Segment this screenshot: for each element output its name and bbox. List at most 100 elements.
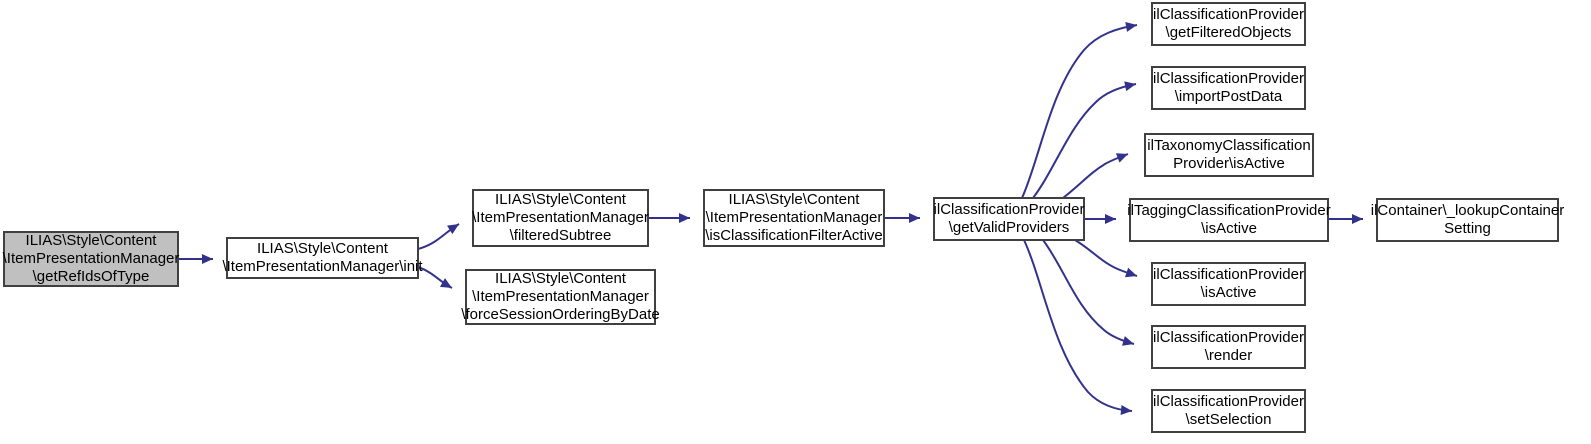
node-label-line: ilTaxonomyClassification xyxy=(1147,137,1310,154)
graph-node-isClassificationFilterActive[interactable]: ILIAS\Style\Content\ItemPresentationMana… xyxy=(703,189,885,247)
node-label-line: Setting xyxy=(1444,220,1491,237)
edge-line xyxy=(1023,239,1133,412)
graph-node-getValidProviders[interactable]: ilClassificationProvider\getValidProvide… xyxy=(933,197,1085,241)
edge-line xyxy=(1032,83,1137,199)
node-label-line: Provider\isActive xyxy=(1173,155,1285,172)
node-box[interactable] xyxy=(703,189,885,247)
graph-node-getFilteredObjects[interactable]: ilClassificationProvider\getFilteredObje… xyxy=(1151,2,1306,46)
node-box[interactable] xyxy=(1151,325,1306,369)
node-box[interactable] xyxy=(465,269,656,325)
edge-arrowhead xyxy=(679,213,690,223)
edge-arrowhead xyxy=(1124,81,1136,92)
node-label: ilClassificationProvider\importPostData xyxy=(1153,70,1304,105)
edge-arrowhead xyxy=(1115,153,1128,163)
graph-node-setSelection[interactable]: ilClassificationProvider\setSelection xyxy=(1151,389,1306,433)
graph-node-render[interactable]: ilClassificationProvider\render xyxy=(1151,325,1306,369)
node-box[interactable] xyxy=(1376,198,1559,242)
node-label-line: ilClassificationProvider xyxy=(934,201,1085,218)
graph-edge xyxy=(1084,214,1116,224)
node-label-line: \render xyxy=(1205,347,1253,364)
node-label: ILIAS\Style\Content\ItemPresentationMana… xyxy=(472,191,649,244)
graph-edge xyxy=(1074,239,1138,278)
node-label-line: ilClassificationProvider xyxy=(1153,6,1304,23)
node-label-line: \getValidProviders xyxy=(949,219,1070,236)
node-label-line: ILIAS\Style\Content xyxy=(26,232,158,249)
node-label-line: \setSelection xyxy=(1186,411,1272,428)
graph-edges xyxy=(178,21,1363,415)
node-box[interactable] xyxy=(933,197,1085,241)
node-label: ilClassificationProvider\setSelection xyxy=(1153,393,1304,428)
edge-arrowhead xyxy=(202,254,213,264)
node-label-line: \getFilteredObjects xyxy=(1166,24,1292,41)
graph-node-init[interactable]: ILIAS\Style\Content\ItemPresentationMana… xyxy=(222,237,423,279)
node-label-line: ILIAS\Style\Content xyxy=(729,191,861,208)
node-box[interactable] xyxy=(1144,133,1314,177)
node-box[interactable] xyxy=(1151,389,1306,433)
node-label-line: \ItemPresentationManager\init xyxy=(222,258,423,275)
node-label: ILIAS\Style\Content\ItemPresentationMana… xyxy=(222,240,423,275)
edge-arrowhead xyxy=(1124,267,1137,278)
node-box[interactable] xyxy=(226,237,419,279)
node-box[interactable] xyxy=(472,189,649,247)
graph-edge xyxy=(178,254,213,264)
graph-edge xyxy=(1021,21,1138,199)
node-label-line: \ItemPresentationManager xyxy=(472,288,649,305)
node-label-line: \ItemPresentationManager xyxy=(472,209,649,226)
node-label-line: ilClassificationProvider xyxy=(1153,329,1304,346)
graph-node-filteredSubtree[interactable]: ILIAS\Style\Content\ItemPresentationMana… xyxy=(472,189,649,247)
node-label-line: \filteredSubtree xyxy=(510,227,612,244)
graph-node-getRefIdsOfType[interactable]: ILIAS\Style\Content\ItemPresentationMana… xyxy=(3,231,180,287)
node-label-line: \ItemPresentationManager xyxy=(706,209,883,226)
node-label-line: \ItemPresentationManager xyxy=(3,250,180,267)
node-label: ILIAS\Style\Content\ItemPresentationMana… xyxy=(705,191,883,244)
graph-node-importPostData[interactable]: ilClassificationProvider\importPostData xyxy=(1151,66,1306,110)
node-box[interactable] xyxy=(3,231,179,287)
graph-edge xyxy=(1023,239,1133,415)
edge-arrowhead xyxy=(1120,404,1132,415)
node-label-line: \isActive xyxy=(1201,220,1257,237)
node-label-line: ILIAS\Style\Content xyxy=(495,191,627,208)
node-box[interactable] xyxy=(1129,198,1329,242)
edge-line xyxy=(1062,153,1129,199)
graph-edge xyxy=(1042,239,1135,346)
node-box[interactable] xyxy=(1151,66,1306,110)
node-label-line: \forceSessionOrderingByDate xyxy=(461,306,659,323)
graph-edge xyxy=(1328,214,1363,224)
node-label: ilTaggingClassificationProvider\isActive xyxy=(1127,202,1330,237)
graph-edge xyxy=(884,213,920,223)
graph-node-taggingIsActive[interactable]: ilTaggingClassificationProvider\isActive xyxy=(1127,198,1331,242)
edge-arrowhead xyxy=(1352,214,1363,224)
edge-arrowhead xyxy=(447,224,459,235)
node-box[interactable] xyxy=(1151,2,1306,46)
node-box[interactable] xyxy=(1151,262,1306,306)
graph-edge xyxy=(1032,81,1137,199)
node-label-line: ilTaggingClassificationProvider xyxy=(1127,202,1330,219)
node-label: ilClassificationProvider\isActive xyxy=(1153,266,1304,301)
node-label-line: ILIAS\Style\Content xyxy=(257,240,389,257)
graph-edge xyxy=(1062,153,1129,199)
graph-nodes: ILIAS\Style\Content\ItemPresentationMana… xyxy=(3,2,1564,433)
graph-node-isActive[interactable]: ilClassificationProvider\isActive xyxy=(1151,262,1306,306)
edge-arrowhead xyxy=(1122,336,1134,346)
graph-node-forceSessionOrderingByDate[interactable]: ILIAS\Style\Content\ItemPresentationMana… xyxy=(461,269,660,325)
node-label-line: \isActive xyxy=(1201,284,1257,301)
node-label: ILIAS\Style\Content\ItemPresentationMana… xyxy=(3,232,180,285)
edge-line xyxy=(1042,239,1135,345)
node-label: ilClassificationProvider\getFilteredObje… xyxy=(1153,6,1304,41)
graph-edge xyxy=(417,223,460,250)
node-label: ilClassificationProvider\getValidProvide… xyxy=(934,201,1085,236)
edge-arrowhead xyxy=(1105,214,1116,224)
node-label-line: ilContainer\_lookupContainer xyxy=(1371,202,1564,219)
node-label-line: \isClassificationFilterActive xyxy=(705,227,883,244)
node-label-line: \importPostData xyxy=(1175,88,1283,105)
node-label-line: ILIAS\Style\Content xyxy=(495,270,627,287)
node-label-line: \getRefIdsOfType xyxy=(33,268,150,285)
node-label-line: ilClassificationProvider xyxy=(1153,393,1304,410)
edge-line xyxy=(1021,24,1138,199)
